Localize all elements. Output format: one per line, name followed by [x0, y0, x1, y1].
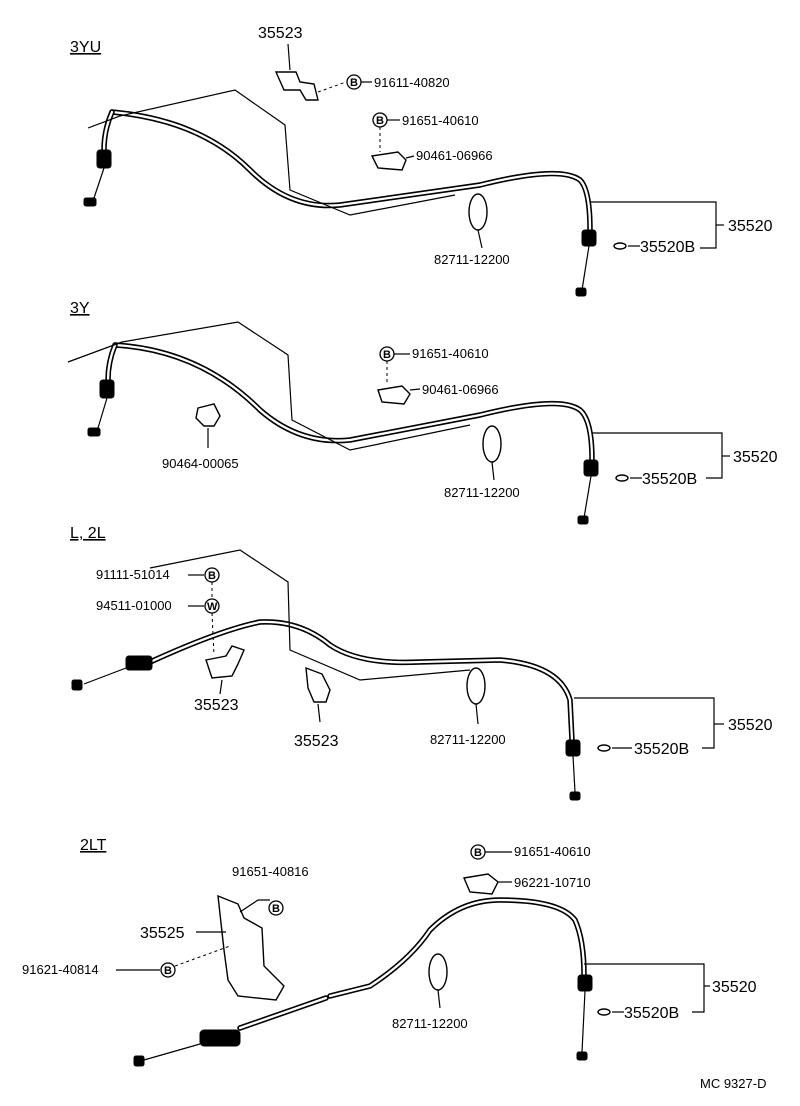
band-clamp	[468, 193, 488, 231]
band-clamp	[482, 425, 502, 463]
adjuster-nut	[199, 1029, 241, 1047]
adjuster-nut	[96, 149, 112, 169]
band-clamp	[466, 667, 486, 705]
label-cable: 35520	[728, 218, 773, 235]
section-3yu: 3YU 35523 B 91611-40820 B 91651-40610	[70, 25, 773, 297]
label-band: 82711-12200	[444, 485, 520, 500]
throttle-cable	[109, 109, 593, 233]
label-clip: 35520B	[640, 239, 695, 256]
bracket-35523	[274, 71, 319, 101]
section-header: L, 2L	[70, 525, 106, 542]
svg-text:B: B	[383, 349, 391, 361]
adjuster-nut	[99, 379, 115, 399]
label-bracket: 35525	[140, 925, 185, 942]
bolt-circle-icon	[160, 962, 176, 978]
band-clamp	[428, 953, 448, 991]
throttle-cable	[145, 619, 575, 743]
label-bolt: 91611-40820	[374, 75, 450, 90]
clamp-96221	[463, 873, 499, 895]
bracket-35525	[217, 894, 285, 1001]
label-clip-2: 90464-00065	[162, 456, 239, 471]
label-bolt: 91651-40610	[412, 346, 489, 361]
section-header: 3YU	[70, 39, 101, 56]
section-l-2l: L, 2L 91111-51014 B 94511-01000 W 35523 …	[70, 525, 773, 801]
section-header: 3Y	[70, 300, 90, 317]
clamp-90461	[370, 151, 407, 171]
label-band: 82711-12200	[430, 732, 506, 747]
section-3y: 3Y 90464-00065 B 91651-40610 90461-06966…	[67, 300, 778, 525]
label-bolt-2: 91651-40610	[402, 113, 479, 128]
label-bracket: 35523	[258, 25, 303, 42]
label-clamp: 90461-06966	[422, 382, 499, 397]
clip-90464	[195, 403, 221, 427]
label-band: 82711-12200	[434, 252, 510, 267]
svg-text:B: B	[164, 965, 172, 977]
label-cable: 35520	[728, 717, 773, 734]
label-bolt-2: 91621-40814	[22, 962, 99, 977]
adjuster-nut	[125, 655, 153, 671]
cable-end-fitting	[133, 1055, 145, 1067]
svg-text:B: B	[208, 570, 216, 582]
label-cable: 35520	[733, 449, 778, 466]
svg-text:B: B	[376, 115, 384, 127]
label-clip: 35520B	[624, 1005, 679, 1022]
throttle-cable	[112, 342, 595, 463]
label-bolt: 91651-40816	[232, 864, 309, 879]
diagram-code: MC 9327-D	[700, 1076, 766, 1091]
cable-end-fitting	[71, 679, 83, 691]
svg-text:B: B	[272, 903, 280, 915]
cable-end-fitting	[87, 427, 101, 437]
bolt-circle-icon	[268, 900, 284, 916]
clamp-90461	[377, 385, 411, 405]
section-2lt: 2LT 35525 91651-40816 B 91621-40814 B B …	[22, 837, 757, 1067]
label-bracket-a: 35523	[194, 697, 239, 714]
cable-end-fitting	[83, 197, 97, 207]
bracket-35523-b	[305, 666, 331, 703]
label-clamp: 96221-10710	[514, 875, 591, 890]
section-header: 2LT	[80, 837, 107, 854]
svg-text:B: B	[474, 847, 482, 859]
label-clip: 35520B	[642, 471, 697, 488]
svg-text:B: B	[350, 77, 358, 89]
label-bracket-b: 35523	[294, 733, 339, 750]
label-band: 82711-12200	[392, 1016, 468, 1031]
bracket-35523-a	[205, 645, 245, 679]
svg-text:W: W	[207, 601, 218, 613]
label-clamp: 90461-06966	[416, 148, 493, 163]
label-bolt: 91111-51014	[96, 567, 170, 582]
label-cable: 35520	[712, 979, 757, 996]
label-bolt-3: 91651-40610	[514, 844, 591, 859]
label-clip: 35520B	[634, 741, 689, 758]
label-washer: 94511-01000	[96, 598, 172, 613]
